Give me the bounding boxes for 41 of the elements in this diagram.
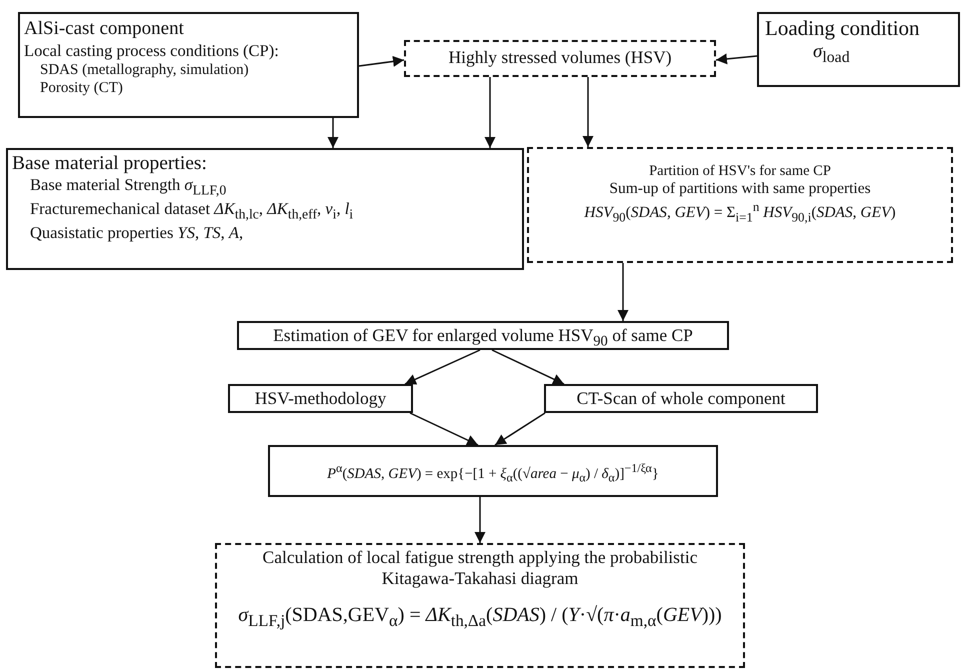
text-line: SDAS (metallography, simulation) [39, 60, 250, 79]
text-line: Base material Strength σ$_{LLF,0}$ [29, 175, 228, 200]
text-line: Highly stressed volumes (HSV) [447, 47, 673, 68]
arrow [582, 77, 594, 147]
formula: σ$_{load}$ [812, 41, 851, 68]
process-box [404, 40, 716, 77]
process-box [268, 445, 718, 497]
process-box [544, 384, 818, 413]
process-box [6, 148, 524, 270]
process-box [18, 12, 359, 118]
arrow [328, 118, 338, 148]
text-line: CT-Scan of whole component [576, 388, 786, 409]
arrow [492, 349, 564, 385]
heading: AlSi-cast component [24, 18, 185, 41]
text-line: Sum-up of partitions with same properties [608, 180, 872, 199]
text-line: Porosity (CT) [39, 78, 124, 97]
text-line: Quasistatic properties YS, TS, A, [29, 222, 244, 243]
text-line: Estimation of GEV for enlarged volume HSV$_{90}$ of same CP [272, 325, 694, 351]
text-line: Local casting process conditions (CP): [24, 40, 280, 61]
formula: HSV$_{90}$(SDAS, GEV) = Σ$_{i=1}$$^{n}$ HSV$_{90,i}$(SDAS, GEV) [583, 198, 897, 225]
arrow [410, 412, 478, 446]
formula: σ$_{LLF,j}$(SDAS,GEV$_{α}$) = ΔK$_{th,Δa}$(SDAS) / (Y·√(π·a$_{m,α}$(GEV))) [237, 603, 723, 631]
text-line: Calculation of local fatigue strength applying the probabilistic Kitagawa-Takahasi diagram [262, 547, 698, 589]
formula: P$^{α}$(SDAS, GEV) = exp{−[1 + ξ$_{α}$((√area − μ$_{α}$) / δ$_{α}$)]$^{−1/ξα}$} [326, 461, 660, 486]
arrow [358, 56, 404, 67]
text-line: Fracturemechanical dataset ΔK$_{th,lc}$, ΔK$_{th,eff}$, ν$_{i}$, l$_{i}$ [29, 199, 354, 223]
heading: Loading condition [765, 16, 921, 42]
process-box [527, 147, 953, 263]
arrow [494, 412, 546, 446]
arrow [716, 53, 758, 64]
arrow [404, 349, 480, 385]
process-box [757, 12, 960, 87]
arrow [618, 263, 628, 321]
process-box [237, 321, 729, 350]
process-box [228, 384, 413, 413]
process-box [215, 543, 745, 668]
text-line: HSV-methodology [254, 388, 388, 409]
arrow [474, 497, 486, 543]
arrow [484, 77, 496, 148]
text-line: Partition of HSV's for same CP [648, 163, 832, 180]
heading: Base material properties: [12, 152, 208, 176]
